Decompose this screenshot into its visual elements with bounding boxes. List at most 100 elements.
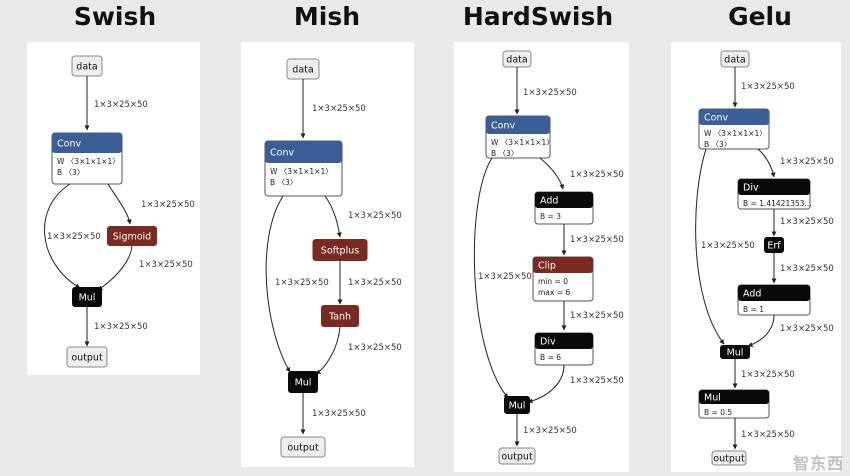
swish-conv-header — [52, 133, 122, 153]
swish-mul-box — [72, 287, 102, 307]
gelu-erf-box — [764, 237, 784, 253]
gelu-mul2-label: Mul — [704, 393, 721, 404]
mish-data-label: data — [292, 65, 313, 76]
hs-div-attr-0: B = 6 — [540, 353, 561, 362]
hs-conv-attr-0: W 〈3×1×1×1〉 — [491, 138, 554, 147]
gelu-shape-2: 1×3×25×50 — [701, 241, 755, 251]
hs-shape-2: 1×3×25×50 — [478, 272, 532, 282]
gelu-add-header — [738, 285, 810, 301]
hs-output-label: output — [501, 452, 533, 463]
gelu-mul2-header — [699, 390, 769, 404]
hs-div-header — [535, 333, 593, 349]
hs-shape-7: 1×3×25×50 — [523, 426, 577, 436]
gelu-conv-header — [699, 109, 769, 125]
watermark: 智东西 — [792, 454, 844, 473]
swish-conv-label: Conv — [57, 139, 81, 150]
gelu-shape-8: 1×3×25×50 — [741, 430, 795, 440]
mish-edge-conv-softplus — [324, 195, 342, 238]
hs-mul-box — [504, 396, 530, 414]
gelu-output-label: output — [713, 454, 745, 465]
mish-conv-header — [265, 141, 342, 163]
gelu-add-label: Add — [743, 289, 761, 300]
hs-conv-label: Conv — [491, 121, 515, 132]
gelu-data-label: data — [724, 55, 745, 66]
hs-edge-conv-mul — [473, 157, 509, 399]
hs-edge-conv-add — [539, 157, 565, 190]
mish-output-box — [280, 436, 326, 458]
mish-shape-5: 1×3×25×50 — [348, 343, 402, 353]
swish-output-box — [66, 346, 108, 368]
gelu-erf-label: Erf — [767, 241, 781, 252]
gelu-edge-add-mul1 — [747, 314, 775, 347]
hs-shape-6: 1×3×25×50 — [570, 376, 624, 386]
hs-conv-attr-1: B 〈3〉 — [491, 149, 518, 158]
mish-conv-label: Conv — [270, 148, 294, 159]
hs-clip-attr-1: max = 6 — [538, 288, 570, 297]
mish-shape-4: 1×3×25×50 — [348, 278, 402, 288]
swish-sigmoid-box — [107, 226, 157, 246]
gelu-conv-attr-1: B 〈3〉 — [704, 140, 731, 149]
hs-shape-1: 1×3×25×50 — [523, 88, 577, 98]
mish-shape-2: 1×3×25×50 — [275, 278, 329, 288]
swish-edge-conv-sigmoid — [107, 183, 132, 225]
gelu-shape-1: 1×3×25×50 — [741, 82, 795, 92]
mish-shape-6: 1×3×25×50 — [312, 409, 366, 419]
mish-softplus-box — [312, 239, 368, 261]
mish-mul-box — [288, 371, 318, 393]
mish-edge-tanh-mul — [315, 326, 341, 375]
mish-conv-attr-0: W 〈3×1×1×1〉 — [270, 167, 333, 176]
title-mish: Mish — [293, 2, 361, 31]
hs-clip-label: Clip — [538, 261, 556, 272]
swish-data-label: data — [76, 62, 97, 73]
gelu-mul2-attr-0: B = 0.5 — [704, 408, 732, 417]
swish-shape-3: 1×3×25×50 — [141, 200, 195, 210]
swish-sigmoid-label: Sigmoid — [113, 232, 151, 243]
mish-softplus-label: Softplus — [321, 246, 359, 257]
mish-shape-1: 1×3×25×50 — [312, 104, 366, 114]
mish-conv-attr-1: B 〈3〉 — [270, 178, 297, 187]
swish-edge-sigmoid-mul — [97, 245, 133, 291]
mish-shape-3: 1×3×25×50 — [348, 211, 402, 221]
swish-mul-label: Mul — [79, 293, 96, 304]
gelu-edge-conv-div — [757, 148, 776, 178]
gelu-shape-5: 1×3×25×50 — [780, 264, 834, 274]
panel-swish — [27, 42, 200, 375]
gelu-edge-conv-mul1 — [695, 148, 725, 345]
gelu-add-attr-0: B = 1 — [743, 305, 764, 314]
swish-shape-5: 1×3×25×50 — [94, 322, 148, 332]
swish-conv-attr-0: W 〈3×1×1×1〉 — [57, 157, 120, 166]
mish-tanh-box — [321, 305, 359, 327]
gelu-shape-6: 1×3×25×50 — [780, 324, 834, 334]
hs-clip-header — [533, 257, 593, 273]
hs-add-attr-0: B = 3 — [540, 212, 561, 221]
mish-tanh-label: Tanh — [328, 312, 351, 323]
swish-conv-attr-1: B 〈3〉 — [57, 168, 84, 177]
gelu-shape-4: 1×3×25×50 — [780, 217, 834, 227]
mish-edge-conv-mul — [265, 195, 291, 373]
swish-shape-1: 1×3×25×50 — [94, 100, 148, 110]
gelu-conv-attr-0: W 〈3×1×1×1〉 — [704, 129, 767, 138]
hs-data-label: data — [506, 55, 527, 66]
swish-output-label: output — [71, 353, 103, 364]
hs-output-box — [498, 447, 536, 465]
gelu-shape-3: 1×3×25×50 — [780, 157, 834, 167]
hs-shape-4: 1×3×25×50 — [570, 235, 624, 245]
hs-edge-div-mul — [527, 364, 565, 404]
gelu-div-header — [738, 179, 810, 195]
hs-div-label: Div — [540, 337, 556, 348]
hs-shape-3: 1×3×25×50 — [570, 170, 624, 180]
gelu-shape-7: 1×3×25×50 — [741, 370, 795, 380]
gelu-div-attr-0: B = 1.41421353... — [743, 199, 812, 208]
hs-clip-attr-0: min = 0 — [538, 277, 568, 286]
title-gelu: Gelu — [728, 2, 792, 31]
swish-shape-4: 1×3×25×50 — [139, 260, 193, 270]
gelu-mul1-box — [720, 345, 750, 359]
swish-edge-conv-mul — [44, 183, 81, 289]
gelu-output-box — [711, 450, 747, 466]
hs-add-header — [535, 192, 593, 208]
gelu-mul1-label: Mul — [727, 348, 744, 359]
gelu-div-label: Div — [743, 183, 759, 194]
swish-shape-2: 1×3×25×50 — [47, 232, 101, 242]
hs-add-label: Add — [540, 196, 558, 207]
